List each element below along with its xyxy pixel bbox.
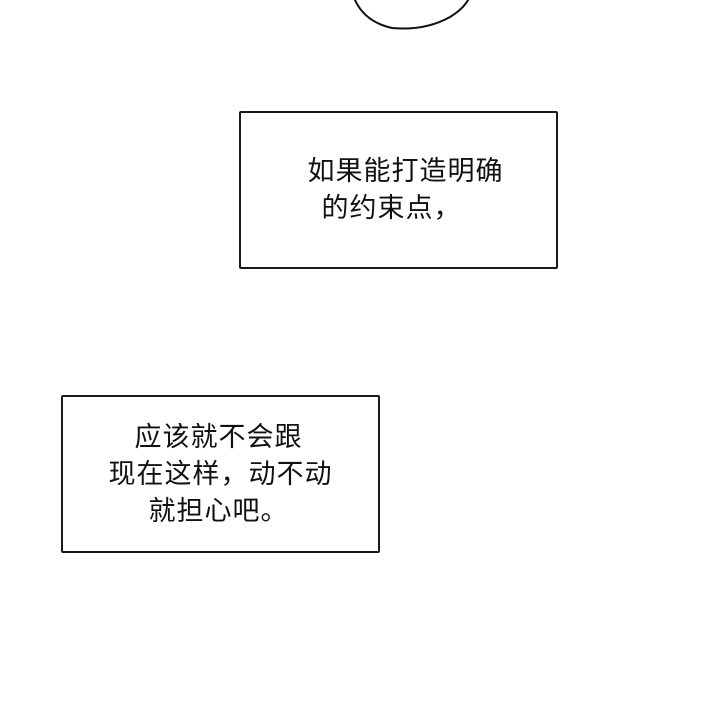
drawn-line-art [354, 0, 469, 30]
caption-box-bottom: 应该就不会跟 现在这样，动不动 就担心吧。 [61, 395, 380, 553]
caption-box-top: 如果能打造明确 的约束点， [239, 111, 558, 269]
caption-line: 现在这样，动不动 [108, 458, 333, 490]
caption-line: 就担心吧。 [148, 495, 289, 527]
caption-line: 的约束点， [321, 193, 462, 224]
curved-outline-stroke [354, 0, 469, 30]
caption-line: 应该就不会跟 [134, 421, 303, 453]
caption-line: 如果能打造明确 [307, 156, 504, 187]
